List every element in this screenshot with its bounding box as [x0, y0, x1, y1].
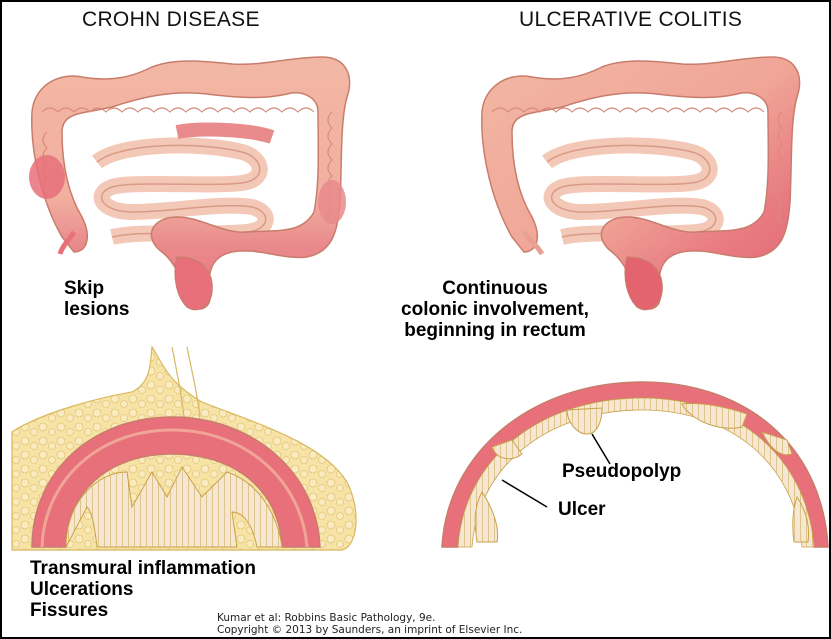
crohn-gross-label-line: Skip	[64, 278, 129, 299]
crohn-lesion	[318, 180, 346, 224]
credit-line: Kumar et al: Robbins Basic Pathology, 9e…	[217, 612, 522, 624]
colitis-gross-label: Continuous colonic involvement, beginnin…	[365, 278, 625, 341]
colitis-gross-label-line: beginning in rectum	[365, 320, 625, 341]
source-credit: Kumar et al: Robbins Basic Pathology, 9e…	[217, 612, 522, 636]
uc-ulcer-leader	[502, 480, 547, 507]
colitis-title: ULCERATIVE COLITIS	[519, 8, 742, 32]
crohn-section-label-line: Transmural inflammation	[30, 558, 256, 579]
crohn-lesion	[29, 155, 65, 199]
ulcer-label: Ulcer	[558, 499, 606, 520]
uc-pseudopolyp-leader	[592, 434, 610, 464]
uc-pseudopolyp	[567, 408, 602, 434]
uc-colon-illustration	[482, 57, 800, 310]
colitis-gross-label-line: Continuous	[365, 278, 625, 299]
crohn-gross-label: Skip lesions	[64, 278, 129, 320]
crohn-colon-illustration	[29, 57, 350, 310]
uc-polyp	[475, 492, 497, 542]
colitis-gross-label-line: colonic involvement,	[365, 299, 625, 320]
crohn-cross-section	[12, 347, 356, 550]
pseudopolyp-label: Pseudopolyp	[562, 461, 681, 482]
crohn-section-label-line: Ulcerations	[30, 579, 256, 600]
crohn-gross-label-line: lesions	[64, 299, 129, 320]
crohn-title: CROHN DISEASE	[82, 8, 260, 32]
credit-line: Copyright © 2013 by Saunders, an imprint…	[217, 624, 522, 636]
